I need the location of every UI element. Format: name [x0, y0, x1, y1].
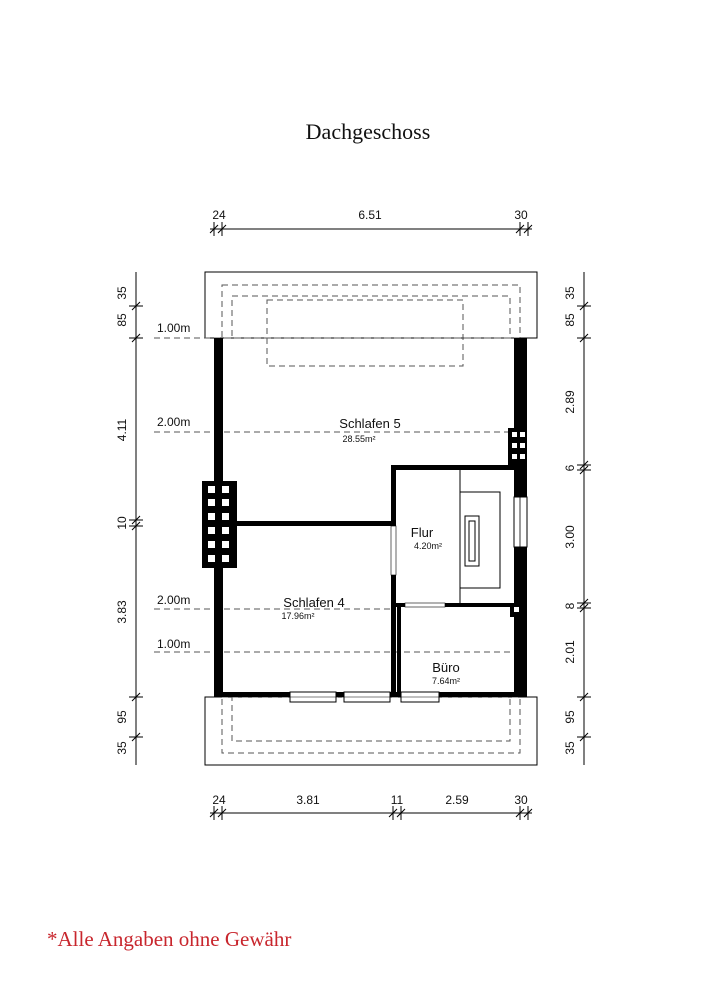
- left-dimension-line: 35 85 4.11 10 3.83 95 35: [115, 272, 143, 765]
- room-area-flur: 4.20m²: [414, 541, 442, 551]
- room-area-buero: 7.64m²: [432, 676, 460, 686]
- dim-right-9: 35: [563, 741, 577, 755]
- room-area-schlafen-5: 28.55m²: [342, 434, 375, 444]
- room-name-schlafen-4: Schlafen 4: [283, 595, 344, 610]
- dim-top-left: 24: [212, 208, 226, 222]
- dim-right-2: 85: [563, 313, 577, 327]
- dim-left-6: 95: [115, 710, 129, 724]
- disclaimer: *Alle Angaben ohne Gewähr: [47, 927, 291, 951]
- room-name-buero: Büro: [432, 660, 459, 675]
- room-area-schlafen-4: 17.96m²: [281, 611, 314, 621]
- dim-right-6: 8: [563, 602, 577, 609]
- dim-bottom-3: 11: [391, 793, 404, 807]
- level-label-4: 1.00m: [157, 637, 190, 651]
- top-dimension-line: 24 6.51 30: [209, 208, 533, 236]
- dim-right-5: 3.00: [563, 525, 577, 549]
- bottom-dimension-line: 24 3.81 11 2.59 30: [209, 793, 533, 820]
- dim-bottom-2: 3.81: [296, 793, 320, 807]
- left-chimney: [202, 481, 237, 568]
- dim-left-5: 3.83: [115, 600, 129, 624]
- dim-left-7: 35: [115, 741, 129, 755]
- room-name-schlafen-5: Schlafen 5: [339, 416, 400, 431]
- level-lines: 1.00m 2.00m 2.00m 1.00m: [154, 321, 520, 653]
- staircase: [459, 470, 501, 603]
- right-dimension-line: 35 85 2.89 6 3.00 8 2.01 95 35: [563, 272, 591, 765]
- dim-left-3: 4.11: [115, 418, 129, 441]
- dim-right-7: 2.01: [563, 640, 577, 664]
- bottom-overhang: [204, 696, 538, 766]
- level-label-1: 1.00m: [157, 321, 190, 335]
- dim-bottom-5: 30: [514, 793, 528, 807]
- level-label-3: 2.00m: [157, 593, 190, 607]
- dim-bottom-1: 24: [212, 793, 226, 807]
- dim-top-right: 30: [514, 208, 528, 222]
- level-label-2: 2.00m: [157, 415, 190, 429]
- dim-left-4: 10: [115, 516, 129, 530]
- room-name-flur: Flur: [411, 525, 434, 540]
- dim-right-3: 2.89: [563, 390, 577, 414]
- dim-top-middle: 6.51: [358, 208, 382, 222]
- bottom-windows: [289, 691, 440, 703]
- dim-right-8: 95: [563, 710, 577, 724]
- top-overhang: [204, 271, 538, 367]
- right-chimney: [508, 428, 527, 470]
- flur-door: [390, 525, 397, 576]
- dim-bottom-4: 2.59: [445, 793, 469, 807]
- dim-right-4: 6: [563, 464, 577, 471]
- dim-right-1: 35: [563, 286, 577, 300]
- walls: [214, 338, 527, 697]
- dim-left-2: 85: [115, 313, 129, 327]
- dim-left-1: 35: [115, 286, 129, 300]
- flur-window: [513, 496, 528, 548]
- plan-title: Dachgeschoss: [306, 119, 431, 144]
- buero-door: [404, 602, 446, 608]
